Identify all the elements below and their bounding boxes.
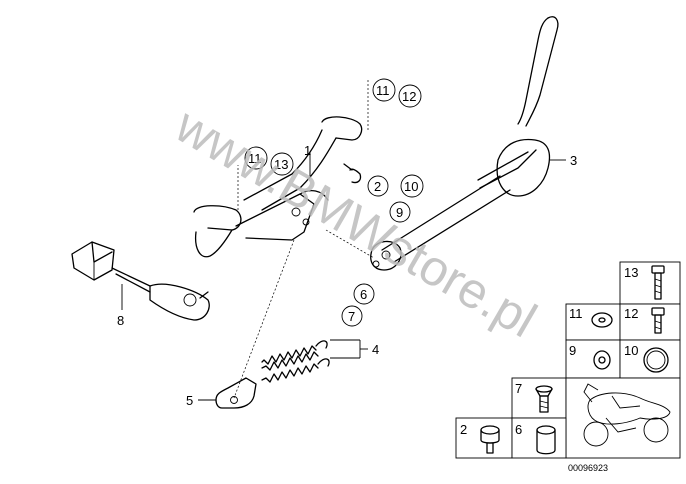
callout-leaders [121,152,566,401]
switch-part-8 [71,241,210,321]
inset-label-10: 10 [624,343,638,358]
callout-labels: 1 3 4 5 8 2 10 9 6 7 11 12 11 13 [117,78,577,408]
bolt-short-icon [651,307,665,334]
cell-9 [565,339,621,379]
cell-13 [619,261,681,305]
callout-10: 10 [404,179,418,194]
side-stand-part-3 [370,16,559,271]
callout-8: 8 [117,313,124,328]
callout-4: 4 [372,342,379,357]
assembly-guide-lines [233,78,375,399]
inset-label-12: 12 [624,306,638,321]
bracket-part-5 [215,377,257,409]
rubber-buffer-icon [480,425,500,454]
callout-circle-12-top [398,84,422,108]
callout-13-left: 13 [274,157,288,172]
small-parts-inset: 13 11 12 9 10 7 2 6 [455,261,681,473]
drawing-number: 00096923 [568,463,608,473]
cell-6 [511,417,567,459]
circlip-icon [643,347,669,373]
callout-6: 6 [360,287,367,302]
callout-1: 1 [304,143,311,158]
callout-circle-10 [400,174,424,198]
cell-10 [619,339,681,379]
callout-3: 3 [570,153,577,168]
small-washer-icon [593,350,611,370]
bolt-long-icon [651,265,665,300]
callout-2: 2 [374,179,381,194]
inset-label-6: 6 [515,422,522,437]
callout-12-top: 12 [402,89,416,104]
callout-circle-11-left [244,146,268,170]
callout-circle-6 [353,283,375,305]
inset-label-13: 13 [624,265,638,280]
callout-circle-2 [367,175,389,197]
cell-2 [455,417,513,459]
callout-circle-9 [389,201,411,223]
callout-circle-7 [341,305,363,327]
inset-label-2: 2 [460,422,467,437]
callout-circle-11-top [372,78,396,102]
callout-circle-13-left [270,152,294,176]
callout-11-left: 11 [248,151,262,166]
motorcycle-icon [583,383,671,447]
springs-part-4 [261,340,330,383]
callout-7: 7 [348,309,355,324]
cell-12 [619,303,681,341]
bushing-icon [536,425,556,455]
callout-11-top: 11 [376,83,390,98]
center-stand-part-1 [193,116,363,258]
inset-label-11: 11 [569,306,583,321]
washer-icon [591,312,613,328]
callout-5: 5 [186,393,193,408]
watermark: www.BMWstore.pl [166,97,546,349]
inset-label-7: 7 [515,381,522,396]
countersunk-screw-icon [535,385,553,413]
inset-label-9: 9 [569,343,576,358]
callout-9: 9 [396,205,403,220]
